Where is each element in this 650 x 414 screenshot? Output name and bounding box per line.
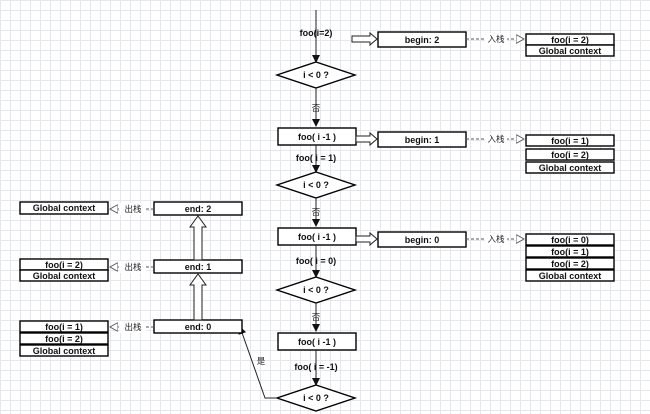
decision-label: i < 0 ? xyxy=(303,285,329,295)
begin-arrows xyxy=(351,31,378,247)
stack-frame xyxy=(19,320,109,333)
stack-frame xyxy=(19,332,109,345)
stack-frame-label: foo(i = 2) xyxy=(45,260,83,270)
start-label: foo(i=2) xyxy=(300,28,333,38)
begin-box xyxy=(377,131,467,148)
stack-frame xyxy=(525,134,615,147)
end-box xyxy=(153,201,243,216)
stack-frame xyxy=(19,344,109,357)
yes-arrow xyxy=(238,326,277,399)
push-label: 入栈 xyxy=(487,234,505,245)
stack-frame-label: Global context xyxy=(539,271,602,281)
end-boxes: end: 2 end: 1 end: 0 xyxy=(153,201,243,334)
stack-frame xyxy=(525,233,615,246)
hollow-arrow-right xyxy=(355,131,378,147)
end-box-label: end: 2 xyxy=(185,204,212,214)
stack-frame xyxy=(525,257,615,270)
pop-stack: Global context xyxy=(19,201,109,215)
hollow-arrow-right xyxy=(351,31,378,47)
push-arrows: 入栈 入栈 入栈 xyxy=(466,33,524,245)
stack-frame-label: foo(i = 1) xyxy=(551,136,589,146)
call-label: foo( i = 0) xyxy=(296,256,336,266)
stack-frame-label: Global context xyxy=(539,46,602,56)
pop-stack: foo(i = 1) foo(i = 2) Global context xyxy=(19,320,109,357)
stack-frame xyxy=(19,201,109,215)
stack-frame-label: Global context xyxy=(33,346,96,356)
end-box-label: end: 0 xyxy=(185,322,212,332)
no-label: 否 xyxy=(312,208,321,218)
stack-frame-label: foo(i = 2) xyxy=(45,334,83,344)
stack-frame xyxy=(19,269,109,282)
push-stack: foo(i = 2) Global context xyxy=(525,33,615,57)
push-stack: foo(i = 0) foo(i = 1) foo(i = 2) Global … xyxy=(525,233,615,282)
begin-box-label: begin: 1 xyxy=(405,135,440,145)
call-box xyxy=(277,332,357,351)
stack-frame-label: foo(i = 1) xyxy=(45,322,83,332)
stack-frame-label: foo(i = 0) xyxy=(551,235,589,245)
no-label: 否 xyxy=(312,104,321,114)
decision-label: i < 0 ? xyxy=(303,393,329,403)
begin-box-label: begin: 2 xyxy=(405,35,440,45)
call-box-label: foo( i -1 ) xyxy=(298,337,336,347)
push-stack: foo(i = 1) foo(i = 2) Global context xyxy=(525,134,615,174)
no-label: 否 xyxy=(312,313,321,323)
stack-frame xyxy=(525,44,615,57)
stack-frame xyxy=(525,148,615,161)
stack-frame xyxy=(525,269,615,282)
push-label: 入栈 xyxy=(487,34,505,45)
pop-arrows: 出栈 出栈 出栈 xyxy=(110,203,154,333)
hollow-arrow-up xyxy=(189,215,207,261)
unwind-arrows xyxy=(189,215,207,321)
stack-frame-label: Global context xyxy=(33,203,96,213)
begin-box xyxy=(377,31,467,48)
stack-frame xyxy=(525,161,615,174)
end-box-label: end: 1 xyxy=(185,262,212,272)
stack-frame-label: foo(i = 2) xyxy=(551,259,589,269)
hollow-arrow-right xyxy=(355,231,378,247)
stack-frame-label: foo(i = 2) xyxy=(551,150,589,160)
stack-frame-label: Global context xyxy=(33,271,96,281)
pop-label: 出栈 xyxy=(124,262,142,273)
decision-diamond xyxy=(274,384,358,412)
pop-label: 出栈 xyxy=(124,322,142,333)
decision-label: i < 0 ? xyxy=(303,180,329,190)
stack-frame-label: foo(i = 2) xyxy=(551,35,589,45)
call-label: foo( i = -1) xyxy=(294,362,337,372)
stack-frame xyxy=(525,245,615,258)
begin-boxes: begin: 2 begin: 1 begin: 0 xyxy=(377,31,467,248)
pop-label: 出栈 xyxy=(124,204,142,215)
main-flow: foo(i=2) i < 0 ? 否 foo( i -1 ) foo( i = … xyxy=(238,10,358,412)
begin-box-label: begin: 0 xyxy=(405,235,440,245)
yes-label: 是 xyxy=(257,357,266,367)
stack-frame-label: foo(i = 1) xyxy=(551,247,589,257)
call-box-label: foo( i -1 ) xyxy=(298,232,336,242)
decision-label: i < 0 ? xyxy=(303,70,329,80)
call-label: foo( i = 1) xyxy=(296,153,336,163)
begin-box xyxy=(377,231,467,248)
hollow-arrow-up xyxy=(189,273,207,321)
pop-stack: foo(i = 2) Global context xyxy=(19,258,109,282)
stack-frame-label: Global context xyxy=(539,163,602,173)
call-box-label: foo( i -1 ) xyxy=(298,132,336,142)
push-label: 入栈 xyxy=(487,134,505,145)
